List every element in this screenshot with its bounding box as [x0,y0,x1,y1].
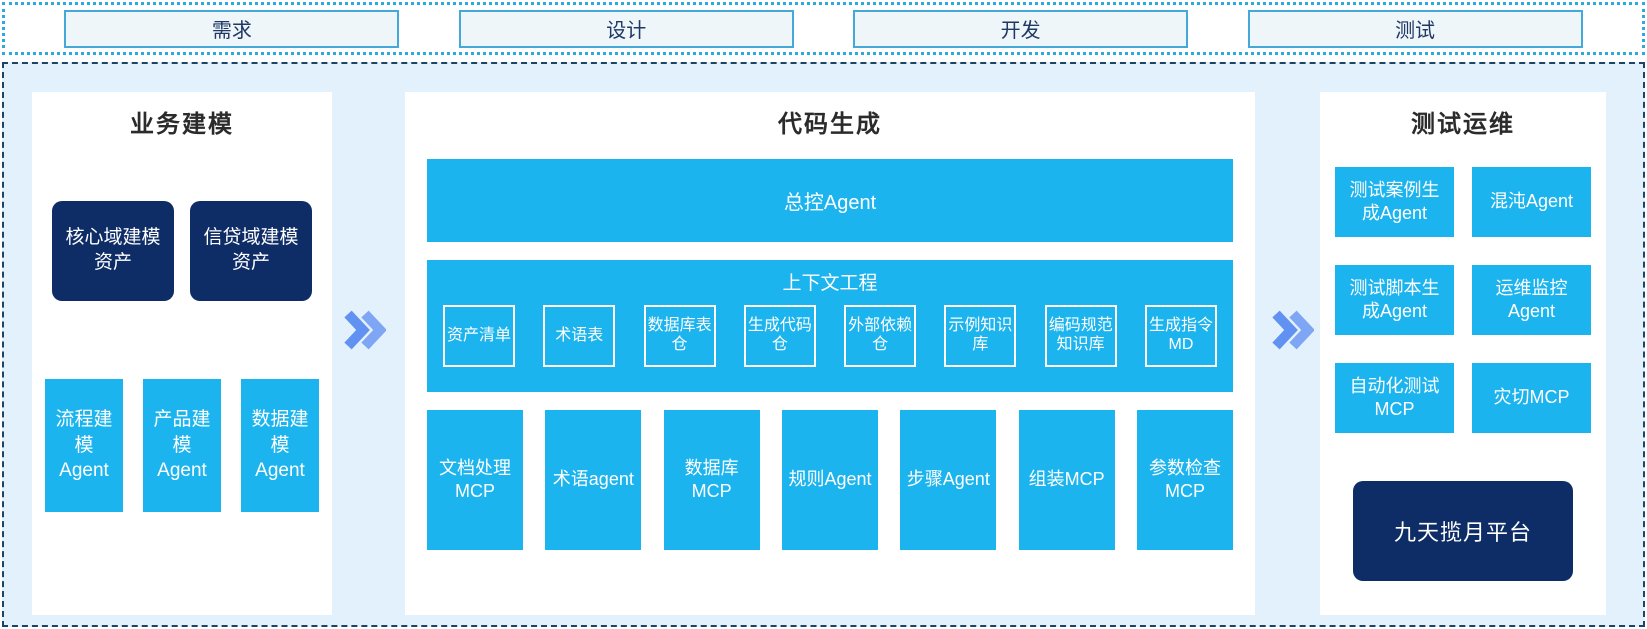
code-generation-agent-row: 文档处理MCP 术语agent 数据库MCP 规则Agent 步骤Agent 组… [427,410,1233,550]
context-box-glossary: 术语表 [543,305,616,367]
context-engineering-section: 上下文工程 资产清单 术语表 数据库表仓 生成代码仓 外部依赖仓 示例知识库 编… [427,260,1233,392]
phase-bar: 需求 设计 开发 测试 [2,2,1645,55]
context-box-example-kb: 示例知识库 [944,305,1017,367]
box-terminology-agent: 术语agent [545,410,642,550]
box-assembly-mcp: 组装MCP [1018,410,1115,550]
box-test-script-gen-agent: 测试脚本生成Agent [1335,265,1454,335]
box-automated-test-mcp: 自动化测试MCP [1335,363,1454,433]
box-ops-monitoring-agent: 运维监控Agent [1472,265,1591,335]
box-test-case-gen-agent: 测试案例生成Agent [1335,167,1454,237]
business-modeling-title: 业务建模 [130,111,234,138]
code-generation-title: 代码生成 [778,111,882,138]
jiutian-lanyue-platform-box: 九天揽月平台 [1353,481,1573,581]
test-ops-grid: 测试案例生成Agent 混沌Agent 测试脚本生成Agent 运维监控Agen… [1335,167,1591,433]
master-control-agent-bar: 总控Agent [427,159,1233,242]
context-box-asset-list: 资产清单 [443,305,515,367]
asset-box-credit-domain: 信贷域建模资产 [190,201,312,301]
box-steps-agent: 步骤Agent [900,410,997,550]
agent-box-product-modeling: 产品建模Agent [143,379,221,512]
phase-box-testing: 测试 [1247,9,1583,48]
box-chaos-agent: 混沌Agent [1472,167,1591,237]
box-database-mcp: 数据库MCP [663,410,760,550]
panel-test-ops: 测试运维 测试案例生成Agent 混沌Agent 测试脚本生成Agent 运维监… [1320,92,1606,615]
context-box-db-table-repo: 数据库表仓 [643,305,716,367]
context-box-coding-standards-kb: 编码规范知识库 [1044,305,1117,367]
agent-box-data-modeling: 数据建模Agent [241,379,319,512]
context-box-generation-instructions-md: 生成指令MD [1144,305,1217,367]
box-rules-agent: 规则Agent [781,410,878,550]
double-chevron-right-icon [1272,310,1314,350]
panel-code-generation: 代码生成 总控Agent 上下文工程 资产清单 术语表 数据库表仓 生成代码仓 … [405,92,1255,615]
context-engineering-title: 上下文工程 [782,273,878,294]
phase-box-design: 设计 [458,9,794,48]
double-chevron-right-icon [344,310,386,350]
test-ops-title: 测试运维 [1411,111,1515,138]
asset-box-core-domain: 核心域建模资产 [52,201,174,301]
modeling-asset-row: 核心域建模资产 信贷域建模资产 [32,201,332,301]
phase-box-development: 开发 [853,9,1189,48]
panel-business-modeling: 业务建模 核心域建模资产 信贷域建模资产 流程建模Agent 产品建模Agent… [32,92,332,615]
phase-box-requirements: 需求 [64,9,400,48]
main-container: 业务建模 核心域建模资产 信贷域建模资产 流程建模Agent 产品建模Agent… [2,62,1645,627]
box-param-check-mcp: 参数检查MCP [1136,410,1233,550]
agent-box-process-modeling: 流程建模Agent [45,379,123,512]
box-doc-processing-mcp: 文档处理MCP [427,410,523,550]
context-box-external-deps-repo: 外部依赖仓 [844,305,917,367]
context-box-generated-code-repo: 生成代码仓 [743,305,816,367]
modeling-agent-row: 流程建模Agent 产品建模Agent 数据建模Agent [32,379,332,512]
box-disaster-switch-mcp: 灾切MCP [1472,363,1591,433]
context-engineering-items: 资产清单 术语表 数据库表仓 生成代码仓 外部依赖仓 示例知识库 编码规范知识库… [443,305,1217,367]
